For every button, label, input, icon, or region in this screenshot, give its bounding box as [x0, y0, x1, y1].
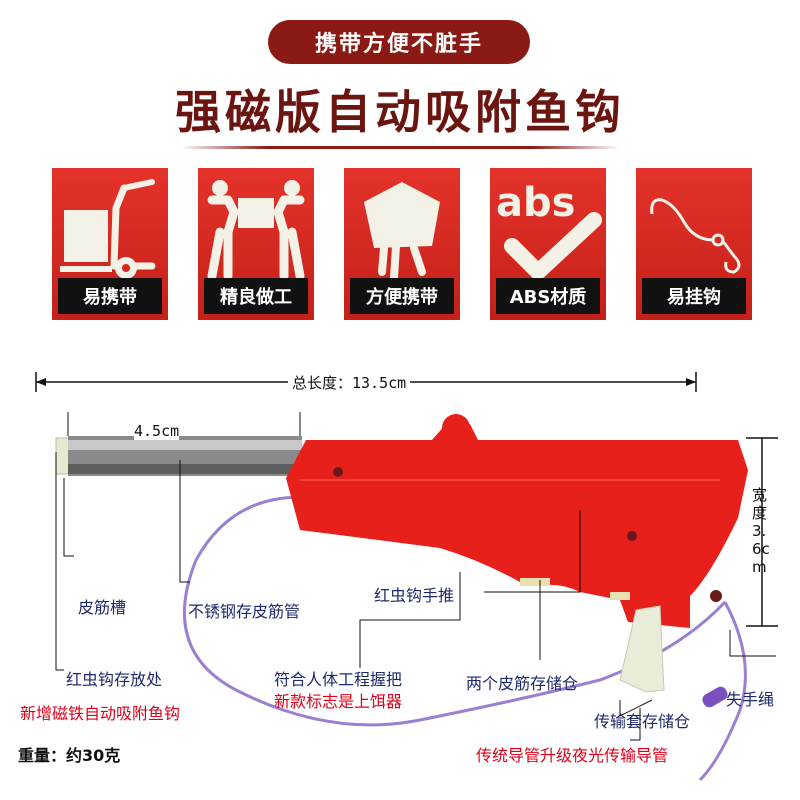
- callout-strap: 失手绳: [726, 690, 775, 709]
- feature-label: 易携带: [58, 278, 162, 314]
- callout-magnet: 新增磁铁自动吸附鱼钩: [20, 704, 181, 723]
- callout-steel-tube: 不锈钢存皮筋管: [188, 602, 301, 621]
- weight-label: 重量：约30克: [18, 746, 121, 765]
- callout-pusher: 红虫钩手推: [374, 586, 455, 605]
- total-length-label: 总长度：13.5cm: [288, 372, 411, 393]
- feature-label: 方便携带: [350, 278, 454, 314]
- feature-label: 精良做工: [204, 278, 308, 314]
- feature-label: ABS材质: [496, 278, 600, 314]
- feature-tile-abs: abs ABS材质: [490, 168, 606, 320]
- feature-tile-workmanship: 精良做工: [198, 168, 314, 320]
- abs-icon-text: abs: [496, 180, 575, 226]
- feature-label: 易挂钩: [642, 278, 746, 314]
- callout-ergonomic: 符合人体工程握把: [274, 670, 403, 689]
- callout-sleeve: 传输套存储仓: [594, 712, 691, 731]
- feature-tile-hook: 易挂钩: [636, 168, 752, 320]
- product-diagram: [35, 372, 778, 782]
- feature-tile-convenient: 方便携带: [344, 168, 460, 320]
- callout-storage: 红虫钩存放处: [66, 670, 163, 689]
- page-title: 强磁版自动吸附鱼钩: [175, 85, 625, 139]
- width-dimension: [746, 437, 778, 627]
- feature-tile-portable: 易携带: [52, 168, 168, 320]
- callout-new-logo: 新款标志是上饵器: [274, 692, 403, 711]
- hand-truck-icon: [60, 179, 156, 279]
- hook-icon: [650, 198, 741, 274]
- person-carrying-load-icon: [364, 182, 440, 282]
- callout-groove: 皮筋槽: [78, 598, 127, 617]
- callout-two-bins: 两个皮筋存储仓: [466, 674, 579, 693]
- tube-length-label: 4.5cm: [134, 422, 180, 440]
- abs-checkmark-icon: abs: [496, 180, 602, 280]
- header-tag: 携带方便不脏手: [268, 20, 530, 64]
- callout-tube-upgrade: 传统导管升级夜光传输导管: [476, 746, 669, 765]
- title-divider: [180, 146, 620, 149]
- width-label: 宽度3.6cm: [752, 486, 770, 576]
- workers-carrying-box-icon: [207, 180, 305, 281]
